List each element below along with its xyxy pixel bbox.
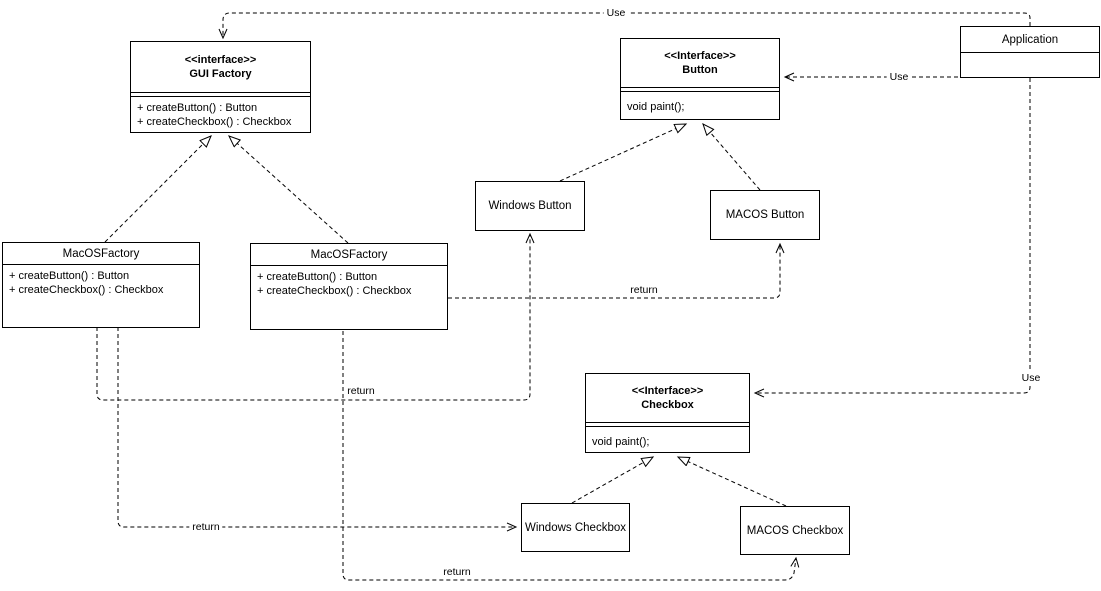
edge-label-return-windows-checkbox: return	[189, 521, 223, 533]
class-button-methods: void paint();	[621, 92, 779, 114]
class-macos-factory-left[interactable]: MacOSFactory + createButton() : Button +…	[2, 242, 200, 328]
edge-use-application-checkbox[interactable]	[753, 78, 1031, 398]
edge-realize-macosfactory-left-guifactory[interactable]	[104, 136, 211, 243]
class-macos-factory-left-name: MacOSFactory	[62, 247, 140, 260]
compartment-separator	[621, 87, 779, 92]
class-application-header: Application	[961, 27, 1099, 53]
method: + createButton() : Button	[9, 270, 130, 282]
edge-realize-macosbutton-button[interactable]	[703, 124, 761, 191]
edge-label-return-windows-button: return	[344, 385, 378, 397]
class-windows-button-name: Windows Button	[488, 200, 572, 212]
class-checkbox-stereotype: <<Interface>>	[631, 385, 704, 397]
method: + createCheckbox() : Checkbox	[9, 284, 164, 296]
compartment-separator	[586, 422, 749, 427]
class-gui-factory-header: <<interface>> GUI Factory	[131, 42, 310, 92]
edge-return-windows-button[interactable]	[96, 232, 535, 401]
edge-realize-macoscheckbox-checkbox[interactable]	[678, 457, 787, 507]
class-button-name: Button	[682, 64, 718, 76]
class-gui-factory-methods: + createButton() : Button + createCheckb…	[131, 97, 310, 129]
class-macos-button[interactable]: MACOS Button	[710, 190, 820, 240]
class-checkbox-name: Checkbox	[641, 399, 694, 411]
class-button-interface[interactable]: <<Interface>> Button void paint();	[620, 38, 780, 120]
method: + createCheckbox() : Checkbox	[137, 116, 292, 128]
class-checkbox-methods: void paint();	[586, 427, 749, 449]
method: void paint();	[592, 436, 650, 448]
edge-return-windows-checkbox[interactable]	[117, 327, 518, 532]
edge-label-return-macos-checkbox: return	[440, 566, 474, 578]
compartment-separator	[131, 92, 310, 97]
class-checkbox-header: <<Interface>> Checkbox	[586, 374, 749, 422]
method: + createButton() : Button	[137, 102, 258, 114]
edge-realize-windowscheckbox-checkbox[interactable]	[571, 457, 653, 504]
class-macos-factory-center-name: MacOSFactory	[310, 248, 388, 261]
class-gui-factory[interactable]: <<interface>> GUI Factory + createButton…	[130, 41, 311, 133]
class-application-name: Application	[1001, 33, 1059, 46]
class-checkbox-interface[interactable]: <<Interface>> Checkbox void paint();	[585, 373, 750, 453]
class-macos-button-name: MACOS Button	[725, 209, 805, 221]
class-macos-factory-left-header: MacOSFactory	[3, 243, 199, 265]
class-button-stereotype: <<Interface>>	[664, 50, 736, 62]
method: + createCheckbox() : Checkbox	[257, 285, 412, 297]
class-button-header: <<Interface>> Button	[621, 39, 779, 87]
class-macos-checkbox[interactable]: MACOS Checkbox	[740, 506, 850, 555]
class-windows-button[interactable]: Windows Button	[475, 181, 585, 231]
edge-return-macos-button[interactable]	[448, 242, 785, 299]
edge-label-use-button: Use	[886, 71, 912, 83]
class-macos-factory-center-header: MacOSFactory	[251, 244, 447, 266]
class-gui-factory-stereotype: <<interface>>	[184, 54, 257, 66]
class-macos-factory-center[interactable]: MacOSFactory + createButton() : Button +…	[250, 243, 448, 330]
class-gui-factory-name: GUI Factory	[189, 68, 252, 80]
class-macos-checkbox-name: MACOS Checkbox	[746, 524, 844, 537]
method: + createButton() : Button	[257, 271, 378, 283]
edge-label-use-guifactory: Use	[603, 7, 629, 19]
method: void paint();	[627, 101, 685, 113]
edge-return-macos-checkbox[interactable]	[342, 331, 800, 581]
edge-realize-windowsbutton-button[interactable]	[559, 124, 686, 182]
edge-label-return-macos-button: return	[627, 284, 661, 296]
edge-label-use-checkbox: Use	[1018, 372, 1044, 384]
class-application[interactable]: Application	[960, 26, 1100, 78]
class-macos-factory-left-methods: + createButton() : Button + createCheckb…	[3, 265, 199, 297]
class-windows-checkbox[interactable]: Windows Checkbox	[521, 503, 630, 552]
class-macos-factory-center-methods: + createButton() : Button + createCheckb…	[251, 266, 447, 298]
edge-realize-macosfactory-center-guifactory[interactable]	[229, 136, 349, 244]
class-windows-checkbox-name: Windows Checkbox	[525, 521, 626, 534]
